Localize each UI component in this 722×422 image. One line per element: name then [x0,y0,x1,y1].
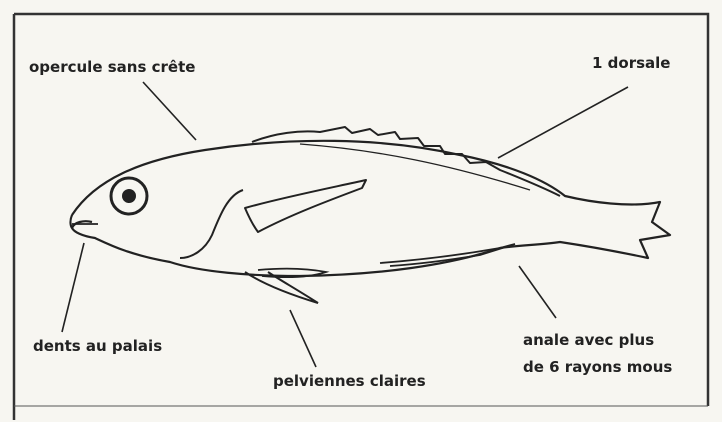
label-anal-line2: de 6 rayons mous [523,357,672,377]
pectoral-fin [245,180,366,232]
leader-pelvic [290,310,316,367]
label-operculum: opercule sans crête [29,57,195,77]
fish-operculum [180,190,243,258]
leader-operculum [143,82,196,140]
label-pelvic: pelviennes claires [273,371,426,391]
fish-body [71,141,671,276]
leader-teeth [62,243,84,332]
label-anal-line1: anale avec plus [523,330,654,350]
label-teeth: dents au palais [33,336,162,356]
leader-anal [519,266,556,318]
label-dorsal: 1 dorsale [592,53,670,73]
leader-dorsal [498,87,628,158]
fish-pupil [122,189,136,203]
